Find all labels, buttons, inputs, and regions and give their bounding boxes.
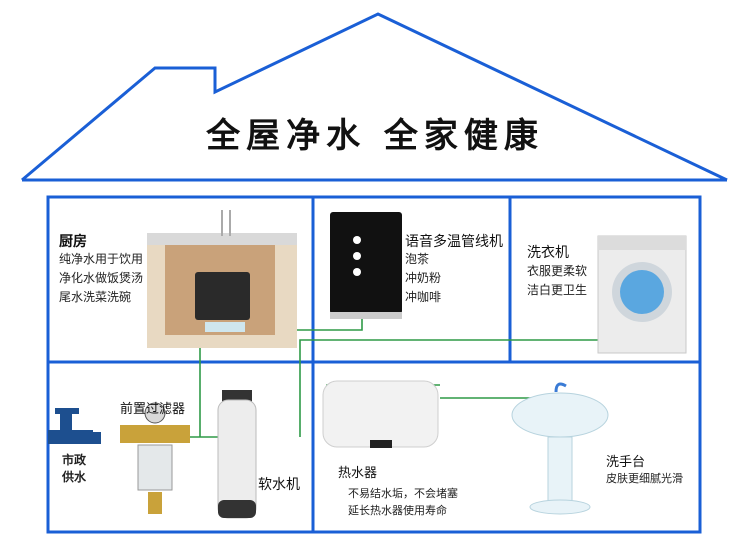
heater-label: 热水器	[338, 466, 378, 481]
pipeline-machine-line: 冲奶粉	[405, 271, 442, 285]
heater-image	[322, 380, 439, 448]
kitchen-line: 净化水做饭煲汤	[59, 271, 144, 285]
washer-line: 洁白更卫生	[527, 283, 588, 297]
pipeline-machine-title: 语音多温管线机	[405, 234, 503, 250]
softener-image	[217, 390, 257, 519]
municipal-tap-image	[48, 408, 101, 444]
washer-line: 衣服更柔软	[527, 264, 588, 278]
pipeline-machine-line: 泡茶	[405, 252, 430, 266]
heater-description: 不易结水垢，不会堵塞 延长热水器使用寿命	[348, 485, 458, 519]
heater-line: 延长热水器使用寿命	[348, 504, 447, 517]
outer-wall	[46, 195, 702, 534]
kitchen-line: 纯净水用于饮用	[59, 252, 144, 266]
washbasin-image	[511, 382, 609, 515]
prefilter-image	[120, 402, 190, 514]
washer-description: 衣服更柔软 洁白更卫生	[527, 262, 587, 300]
kitchen-description: 纯净水用于饮用 净化水做饭煲汤 尾水洗菜洗碗	[59, 250, 143, 307]
pipeline-machine-description: 泡茶 冲奶粉 冲咖啡	[405, 250, 441, 307]
municipal-label-line: 市政	[62, 453, 87, 467]
municipal-label: 市政 供水	[62, 452, 86, 486]
washbasin-description: 皮肤更细腻光滑	[606, 472, 683, 485]
washer-title: 洗衣机	[527, 245, 569, 261]
kitchen-line: 尾水洗菜洗碗	[59, 290, 132, 304]
heater-line: 不易结水垢，不会堵塞	[348, 487, 458, 500]
prefilter-label: 前置过滤器	[120, 402, 186, 417]
kitchen-title: 厨房	[59, 234, 87, 250]
pipeline-machine-image	[330, 212, 402, 319]
pipeline-machine-line: 冲咖啡	[405, 290, 442, 304]
softener-label: 软水机	[258, 477, 300, 493]
municipal-label-line: 供水	[62, 470, 87, 484]
washing-machine-image	[597, 235, 687, 354]
roof-line	[21, 12, 728, 182]
page-title: 全屋净水 全家健康	[206, 116, 544, 156]
washbasin-label: 洗手台	[606, 455, 646, 470]
kitchen-image	[147, 210, 297, 348]
